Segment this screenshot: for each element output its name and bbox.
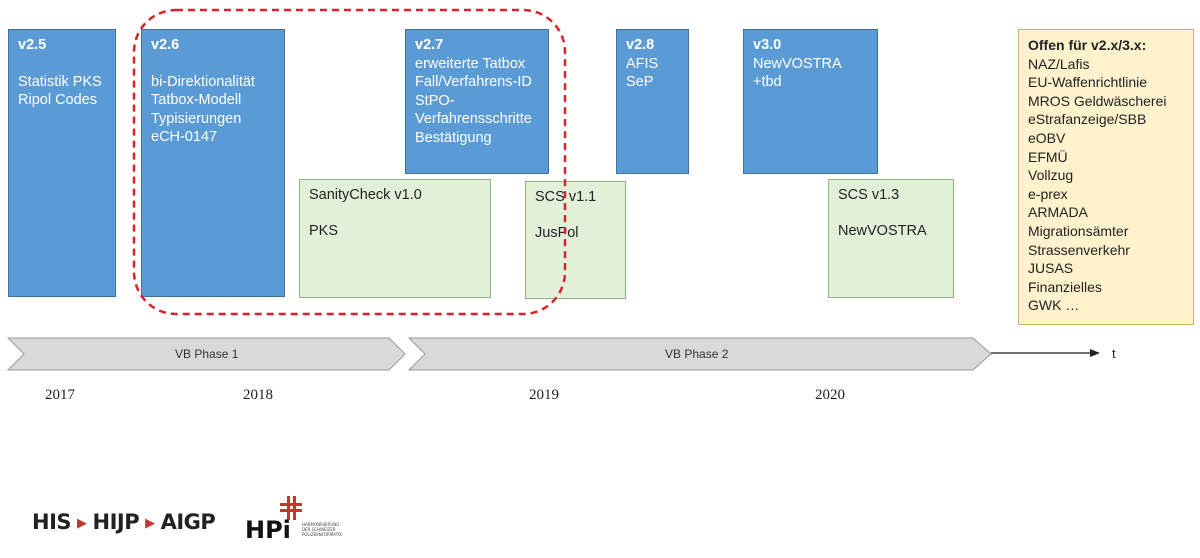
open-item: JUSAS [1028,260,1074,277]
sanitycheck-sub: NewVOSTRA [838,223,927,239]
open-item: GWK … [1028,297,1080,314]
feature-line: NewVOSTRA [753,55,842,72]
feature-line: Typisierungen [151,110,242,127]
timeline-graphics [6,8,1100,371]
open-item: NAZ/Lafis [1028,55,1090,72]
hpi-wordmark: HPi [245,516,291,544]
feature-line: bi-Direktionalität [151,73,255,90]
feature-line: StPO- [415,92,455,109]
version-label: v2.5 [18,37,47,53]
time-axis-arrowhead [1090,349,1100,357]
year-label-2019: 2019 [529,387,559,403]
feature-line: AFIS [626,55,659,72]
feature-line: Tatbox-Modell [151,92,242,108]
feature-line: Fall/Verfahrens-ID [415,74,532,90]
sanitycheck-box-v1-1: SCS v1.1 JusPol [525,181,626,299]
open-item: eStrafanzeige/SBB [1028,111,1147,128]
triangle-right-icon: ▶ [145,516,155,531]
phase-1-label: VB Phase 1 [175,347,239,361]
version-label: v2.8 [626,37,655,53]
version-box-v2-8: v2.8 AFIS SeP [616,29,689,174]
highlight-dashed-region [132,8,567,316]
feature-line: Statistik PKS [18,73,102,90]
version-box-v2-6: v2.6 bi-Direktionalität Tatbox-Modell Ty… [141,29,285,297]
version-label: v3.0 [753,37,782,53]
logo-aigp: AIGP [160,510,216,534]
phase-2-chevron [407,337,992,371]
phase-1-chevron [6,337,406,371]
his-hijp-aigp-logo: HIS ▶ HIJP ▶ AIGP [32,510,216,534]
phase-2-label: VB Phase 2 [665,347,729,361]
sanitycheck-sub: PKS [309,223,339,239]
open-item: EFMÜ [1028,148,1068,165]
sanitycheck-title: SCS v1.3 [838,187,900,203]
feature-line: Verfahrensschritte [415,111,532,127]
time-axis-label: t [1112,346,1116,361]
open-item: Vollzug [1028,167,1074,184]
sanitycheck-sub: JusPol [535,225,579,241]
hpi-logo: HPi HARMONISIERUNG DER SCHWEIZER POLIZEI… [245,496,355,548]
triangle-right-icon: ▶ [77,516,87,531]
logo-hijp: HIJP [92,510,140,534]
open-items-heading: Offen für v2.x/3.x: [1028,37,1147,53]
year-label-2020: 2020 [815,387,845,403]
hpi-small-text: HARMONISIERUNG DER SCHWEIZER POLIZEIINFO… [302,522,342,537]
year-label-2017: 2017 [45,387,75,403]
feature-line: Ripol Codes [18,92,97,108]
sanitycheck-box-v1-3: SCS v1.3 NewVOSTRA [828,179,954,298]
sanitycheck-box-v1-0: SanityCheck v1.0 PKS [299,179,491,298]
sanitycheck-title: SanityCheck v1.0 [309,187,422,203]
feature-line: SeP [626,74,654,90]
feature-line: eCH-0147 [151,129,218,145]
feature-line: erweiterte Tatbox [415,55,526,72]
open-item: Strassenverkehr [1028,241,1130,258]
version-label: v2.7 [415,37,444,53]
version-label: v2.6 [151,37,180,53]
year-label-2018: 2018 [243,387,273,403]
open-items-box: Offen für v2.x/3.x: NAZ/Lafis EU-Waffenr… [1018,29,1194,325]
version-box-v2-5: v2.5 Statistik PKS Ripol Codes [8,29,116,297]
open-item: MROS Geldwäscherei [1028,92,1167,109]
open-item: Finanzielles [1028,278,1102,295]
open-item: e-prex [1028,185,1068,202]
version-box-v3-0: v3.0 NewVOSTRA +tbd [743,29,878,174]
feature-line: Bestätigung [415,129,492,146]
open-item: ARMADA [1028,204,1088,221]
hpi-cross-icon [280,496,302,520]
version-box-v2-7: v2.7 erweiterte Tatbox Fall/Verfahrens-I… [405,29,549,174]
open-item: EU-Waffenrichtlinie [1028,74,1148,91]
open-item: Migrationsämter [1028,222,1129,239]
feature-line: +tbd [753,74,782,90]
open-item: eOBV [1028,129,1066,146]
logo-his: HIS [32,510,72,534]
